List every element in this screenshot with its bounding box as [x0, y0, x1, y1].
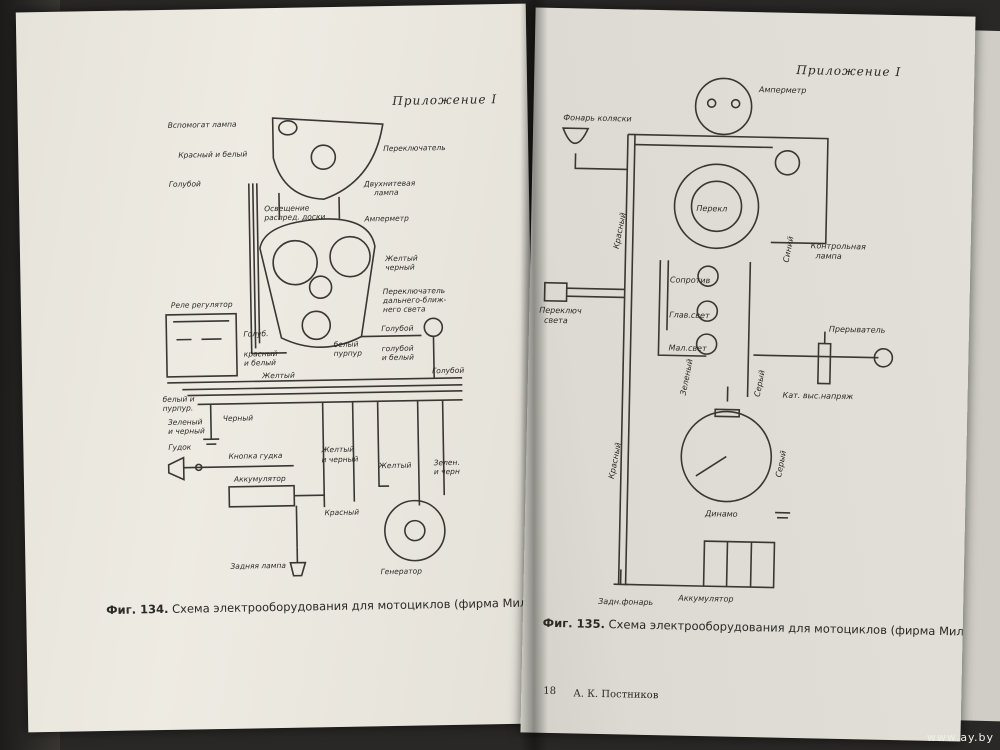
label-yellow-black-4: и черный	[322, 455, 359, 465]
label-beam-switch: Переключатель	[383, 286, 446, 296]
caption-number: Фиг. 135.	[542, 615, 606, 632]
label-black: Черный	[223, 413, 253, 423]
label-switch: Перекл	[696, 204, 727, 214]
label-blue: Синий	[781, 236, 795, 264]
label-white-purple-3: белый и	[162, 394, 194, 404]
label-yellow-black-3: Желтый	[320, 445, 354, 455]
label-bulb-2: лампа	[373, 188, 399, 197]
label-grey: Серый	[753, 369, 767, 397]
label-small-light: Мал.свет	[668, 343, 707, 353]
label-red-white: Красный и белый	[178, 149, 247, 159]
label-horn-button: Кнопка гудка	[228, 451, 282, 461]
label-tail-lamp: Задн.фонарь	[598, 597, 653, 607]
label-relay: Реле регулятор	[171, 300, 233, 310]
label-white-purple-4: пурпур.	[163, 403, 194, 413]
watermark: www.ay.by	[926, 731, 994, 744]
label-beam-switch-3: него света	[383, 304, 426, 314]
label-generator: Генератор	[380, 566, 422, 576]
wiring-diagram-fig134: Вспомогат лампа Красный и белый Голубой …	[162, 117, 464, 577]
label-white-purple: белый	[334, 340, 359, 349]
label-blue-4: Голубой	[432, 366, 464, 376]
label-light-switch: Переключ	[539, 306, 582, 316]
label-green-black-4: и черн	[434, 467, 460, 476]
label-blue-white-2: и белый	[382, 353, 414, 363]
label-red-white-2: красный	[244, 349, 278, 359]
label-blue-3: Голубой	[381, 324, 413, 334]
label-green-black-2: и черный	[168, 426, 205, 436]
author-name: А. К. Постников	[573, 688, 659, 702]
label-green-black: Зеленый	[168, 417, 203, 427]
label-resistor: Сопротив	[670, 275, 711, 285]
label-coil: Кат. выс.напряж	[782, 391, 854, 401]
label-main-light: Глав.свет	[669, 310, 710, 320]
label-ammeter: Амперметр	[363, 214, 409, 224]
label-grey-2: Серый	[774, 450, 788, 478]
label-control-lamp: Контрольная	[811, 241, 867, 251]
label-green: Зеленый	[679, 358, 695, 396]
label-battery: Аккумулятор	[677, 594, 733, 604]
label-blue-white: голубой	[382, 344, 414, 354]
label-battery: Аккумулятор	[233, 474, 286, 484]
wiring-diagram-fig135: Фонарь коляски Амперметр Перекл Сопротив…	[539, 77, 894, 607]
label-beam-switch-2: дальнего-ближ-	[382, 295, 447, 305]
label-white-purple-2: пурпур	[334, 349, 363, 358]
label-red-white-3: и белый	[244, 358, 276, 368]
caption-number: Фиг. 134.	[106, 601, 169, 618]
label-light-switch-2: света	[544, 316, 568, 325]
left-page: Приложение I	[15, 3, 539, 733]
label-blue: Голубой	[169, 179, 201, 189]
label-switch: Переключатель	[383, 143, 446, 153]
label-bulb: Двухнитевая	[363, 179, 416, 189]
label-tail-lamp: Задняя лампа	[230, 561, 286, 571]
label-blue-2: Голуб.	[243, 329, 268, 338]
label-dynamo: Динамо	[704, 509, 738, 519]
label-panel-light-2: распред. доски	[263, 212, 325, 222]
label-panel-light: Освещение	[264, 203, 310, 213]
label-yellow: Желтый	[261, 371, 295, 381]
label-sidecar-lamp: Фонарь коляски	[563, 113, 632, 123]
label-ammeter: Амперметр	[758, 85, 807, 95]
label-breaker: Прерыватель	[829, 325, 886, 335]
right-page: Приложение I	[520, 7, 976, 742]
label-yellow-black: Желтый	[384, 254, 418, 264]
label-horn: Гудок	[168, 443, 192, 452]
label-yellow-black-2: черный	[385, 263, 415, 273]
label-red: Красный	[324, 508, 359, 518]
label-green-black-3: Зелен.	[434, 458, 460, 467]
label-yellow-2: Желтый	[378, 461, 412, 471]
book-spine-shadow	[520, 0, 548, 750]
label-aux-lamp: Вспомогат лампа	[168, 120, 237, 130]
label-control-lamp-2: лампа	[814, 251, 841, 261]
